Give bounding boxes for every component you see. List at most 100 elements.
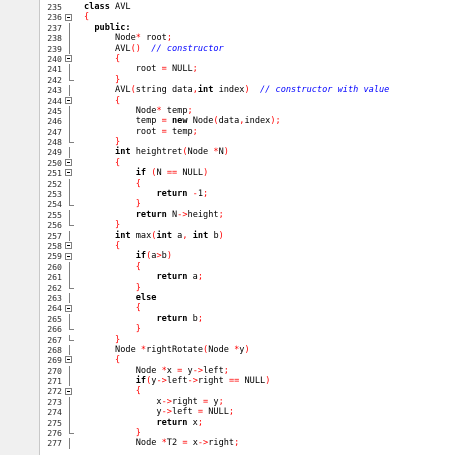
fold-collapse-icon[interactable] [65,356,72,364]
code-line[interactable]: 262 } [40,282,474,293]
code-text: { [84,158,120,168]
code-line[interactable]: 276 } [40,428,474,438]
code-line[interactable]: 270 Node *x = y->left; [40,365,474,377]
fold-collapse-icon[interactable] [65,242,72,250]
operator-token: { [115,355,121,366]
code-line[interactable]: 252 { [40,178,474,190]
code-text: } [84,75,120,85]
code-line[interactable]: 255 return N->height; [40,209,474,221]
code-line[interactable]: 236{ [40,12,474,22]
fold-guide-line [68,376,70,387]
operator-token: ; [192,64,198,75]
code-token [84,283,136,293]
fold-guide-line [68,209,70,221]
code-line[interactable]: 249 int heightret(Node *N) [40,147,474,158]
code-line[interactable]: 265 return b; [40,313,474,325]
fold-guide-line [68,43,70,54]
code-line[interactable]: 269 { [40,355,474,365]
code-line[interactable]: 256 } [40,220,474,230]
code-token: temp [84,116,162,127]
fold-collapse-icon[interactable] [65,387,72,395]
code-token: right [208,438,235,449]
code-line[interactable]: 254 } [40,199,474,209]
code-line[interactable]: 244 { [40,96,474,106]
operator-token: ; [187,105,193,116]
code-line[interactable]: 243 AVL(string data,int index) // constr… [40,85,474,96]
code-line[interactable]: 238 Node* root; [40,33,474,44]
line-number: 257 [47,230,62,241]
fold-collapse-icon[interactable] [65,252,72,260]
line-number: 269 [47,355,62,366]
code-line[interactable]: 263 else [40,292,474,304]
code-text: temp = new Node(data,index); [84,116,281,126]
code-token: left [203,365,224,376]
fold-collapse-icon[interactable] [65,159,72,167]
fold-collapse-icon[interactable] [65,304,72,312]
code-token [84,210,136,220]
code-line[interactable]: 251 if (N == NULL) [40,168,474,178]
code-line[interactable]: 264 { [40,303,474,313]
fold-collapse-icon[interactable] [65,169,72,177]
line-number: 249 [47,147,62,158]
code-line[interactable]: 277 Node *T2 = x->right; [40,438,474,449]
code-line[interactable]: 260 { [40,261,474,273]
code-line[interactable]: 242 } [40,74,474,85]
code-token [84,137,115,147]
operator-token: } [135,324,141,335]
code-line[interactable]: 259 if(a>b) [40,251,474,261]
line-number: 271 [47,376,62,387]
code-line[interactable]: 237 public: [40,22,474,34]
code-line[interactable]: 266 } [40,324,474,334]
code-line[interactable]: 239 AVL() // constructor [40,43,474,54]
fold-collapse-icon[interactable] [65,13,72,21]
code-line[interactable]: 257 int max(int a, int b) [40,230,474,241]
code-line[interactable]: 241 root = NULL; [40,64,474,75]
code-token [84,179,136,189]
code-line[interactable]: 272 { [40,386,474,396]
code-token: y [239,344,245,355]
code-token: y [208,396,219,407]
code-text: int max(int a, int b) [84,231,224,241]
code-text: Node *x = y->left; [84,366,229,376]
code-token: height [187,209,219,220]
code-token: Node [84,365,162,376]
fold-end-marker [68,137,74,144]
code-line[interactable]: 250 { [40,158,474,168]
line-number: 246 [47,116,62,127]
code-line[interactable]: 246 temp = new Node(data,index); [40,116,474,127]
code-token: temp [161,105,188,116]
line-number: 244 [47,95,62,106]
fold-collapse-icon[interactable] [65,96,72,104]
code-line[interactable]: 261 return a; [40,272,474,283]
code-text: Node *T2 = x->right; [84,438,240,449]
code-line[interactable]: 258 { [40,241,474,251]
code-line[interactable]: 248 } [40,137,474,147]
code-line[interactable]: 271 if(y->left->right == NULL) [40,376,474,387]
code-line[interactable]: 247 root = temp; [40,126,474,138]
operator-token: ; [203,189,209,200]
operator-token: * [156,105,162,116]
code-line[interactable]: 273 x->right = y; [40,396,474,408]
code-text: { [84,179,141,189]
code-text: return a; [84,272,203,282]
operator-token: } [115,220,121,231]
code-text: x->right = y; [84,396,223,407]
code-line[interactable]: 253 return -1; [40,189,474,200]
code-token: index [244,116,271,127]
code-line[interactable]: 274 y->left = NULL; [40,407,474,418]
code-token: a [172,230,183,241]
code-token: index [213,85,245,96]
code-line[interactable]: 245 Node* temp; [40,105,474,117]
operator-token: ( [182,147,188,158]
code-token: N [218,147,224,158]
code-line[interactable]: 268 Node *rightRotate(Node *y) [40,344,474,356]
line-number: 275 [47,417,62,428]
code-token: left [166,376,188,387]
code-line[interactable]: 267 } [40,334,474,345]
code-line[interactable]: 275 return x; [40,417,474,429]
code-line[interactable]: 240 { [40,54,474,64]
fold-collapse-icon[interactable] [65,55,72,63]
